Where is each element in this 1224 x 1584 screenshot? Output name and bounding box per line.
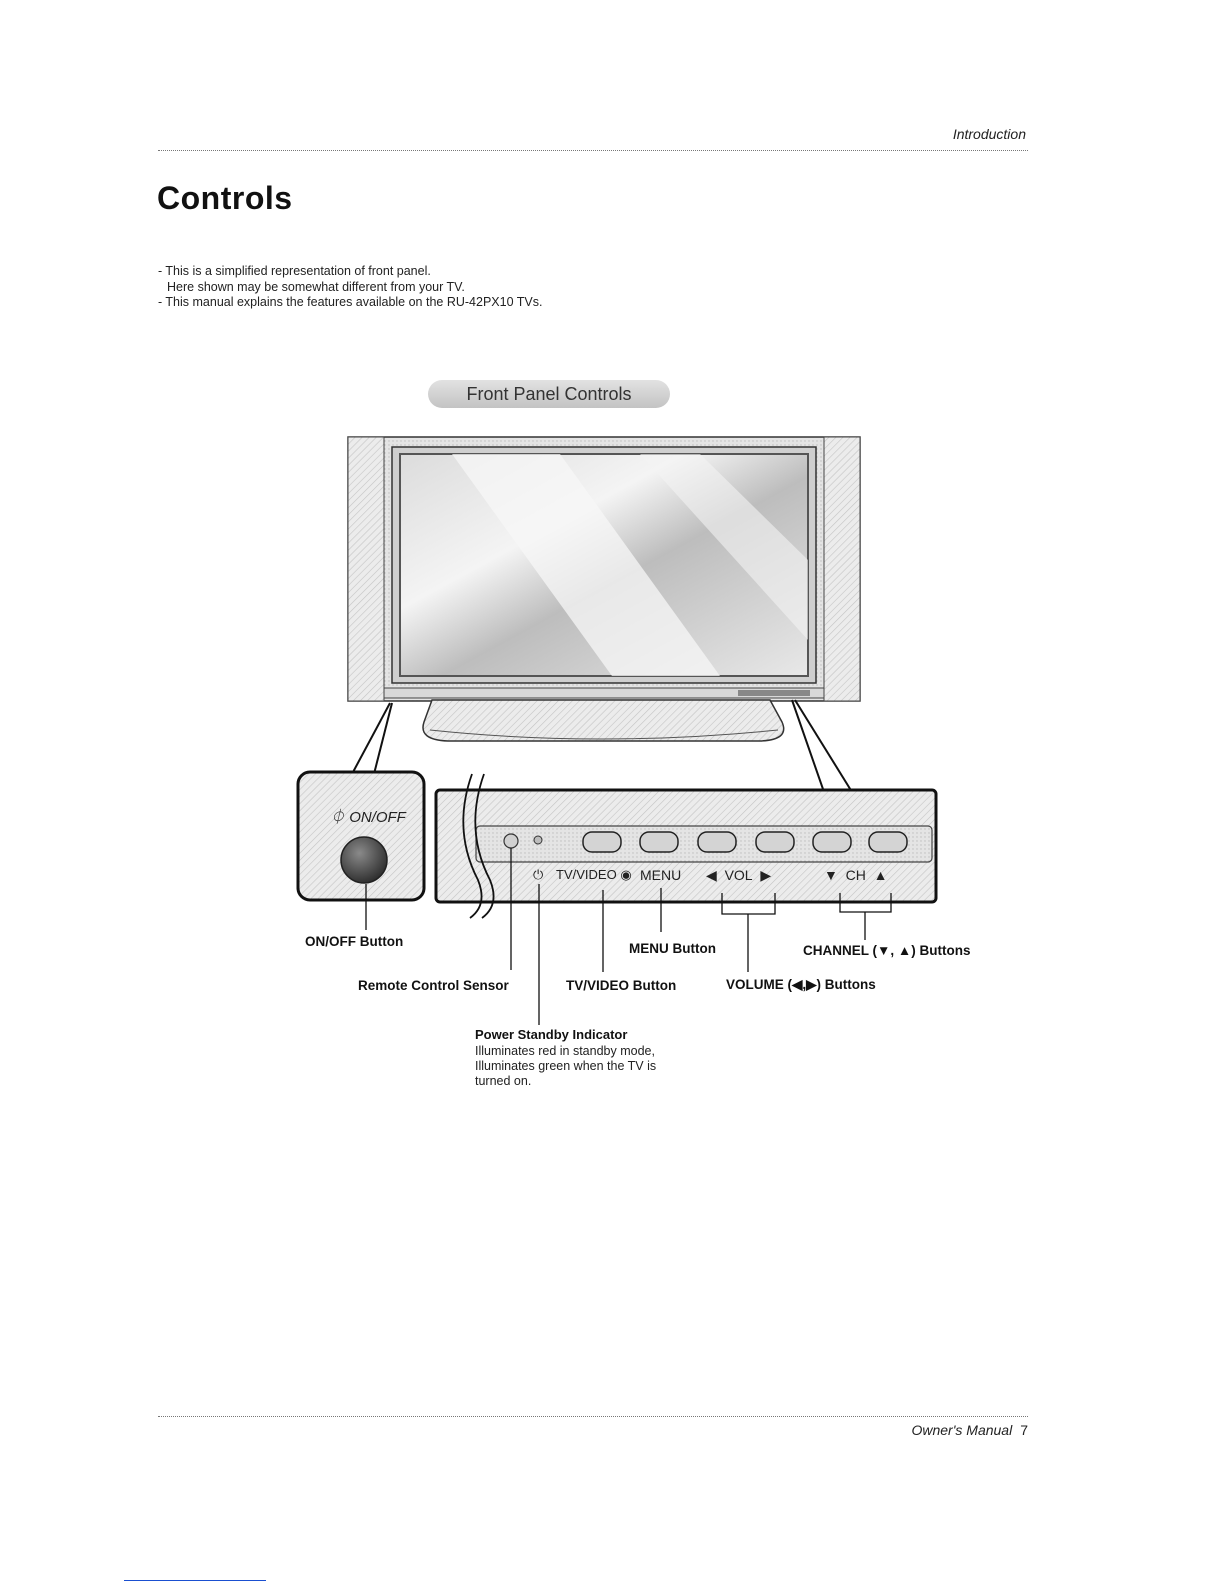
vol-left-icon: ◀ — [706, 867, 717, 883]
ch-up-icon: ▲ — [873, 867, 888, 883]
onoff-button-label: ON/OFF Button — [305, 934, 404, 949]
control-panel-detail — [434, 773, 938, 919]
onoff-detail — [296, 770, 426, 902]
intro-line-3: - This manual explains the features avai… — [158, 295, 543, 309]
standby-note-line-3: turned on. — [475, 1074, 532, 1088]
remote-sensor-label: Remote Control Sensor — [358, 978, 509, 993]
standby-indicator-note: Illuminates red in standby mode, Illumin… — [475, 1044, 656, 1089]
footer-rule — [158, 1416, 1028, 1417]
section-header: Introduction — [952, 126, 1026, 142]
vol-panel-label: ◀ VOL ▶ — [706, 867, 771, 884]
power-standby-icon: ⏻ — [533, 867, 544, 882]
onoff-panel-text: ON/OFF — [349, 809, 406, 826]
standby-note-line-1: Illuminates red in standby mode, — [475, 1044, 655, 1058]
tv-body — [347, 436, 861, 742]
header-rule — [158, 150, 1028, 151]
vol-right-icon: ▶ — [760, 867, 772, 883]
tvvideo-dot-icon: ◉ — [620, 867, 632, 882]
menu-button-label: MENU Button — [629, 941, 716, 956]
standby-note-line-2: Illuminates green when the TV is — [475, 1059, 657, 1073]
ch-panel-text: CH — [845, 867, 866, 883]
ch-panel-label: ▼ CH ▲ — [824, 867, 888, 883]
menu-panel-label: MENU — [640, 867, 682, 883]
intro-line-2: Here shown may be somewhat different fro… — [167, 279, 465, 294]
standby-indicator-title: Power Standby Indicator — [475, 1027, 628, 1042]
page-footer: Owner's Manual 7 — [911, 1422, 1028, 1438]
onoff-panel-label: ⏀ ON/OFF — [330, 806, 406, 827]
tvvideo-panel-label: TV/VIDEO ◉ — [556, 867, 632, 883]
page-number: 7 — [1020, 1422, 1028, 1438]
tvvideo-button-label: TV/VIDEO Button — [566, 978, 677, 993]
power-symbol-icon: ⏀ — [330, 809, 346, 826]
tvvideo-panel-text: TV/VIDEO — [556, 867, 617, 882]
volume-buttons-label: VOLUME (◀,▶) Buttons — [726, 977, 876, 992]
section-badge: Front Panel Controls — [428, 380, 670, 408]
ch-down-icon: ▼ — [824, 867, 838, 883]
footer-title: Owner's Manual — [911, 1422, 1013, 1438]
vol-panel-text: VOL — [724, 867, 753, 883]
page-title: Controls — [157, 180, 293, 216]
intro-text: - This is a simplified representation of… — [158, 264, 542, 311]
intro-line-1: - This is a simplified representation of… — [158, 264, 431, 278]
bottom-link-underline — [124, 1580, 266, 1581]
channel-buttons-label: CHANNEL (▼, ▲) Buttons — [803, 943, 971, 958]
